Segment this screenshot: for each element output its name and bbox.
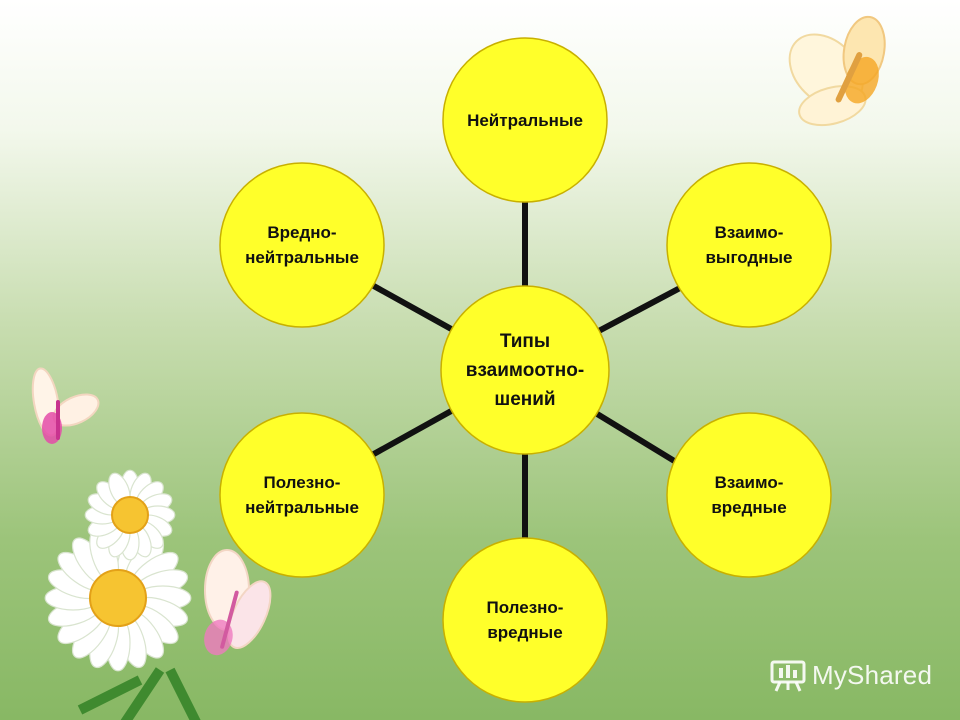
- daisy-flower-icon: [44, 469, 201, 720]
- butterfly-icon: [203, 549, 272, 656]
- node-label-mutually-beneficial: Взаимо- выгодные: [705, 223, 793, 267]
- center-label: Типы взаимоотно- шений: [465, 330, 585, 410]
- node-circle-mutually-harmful: [666, 412, 832, 578]
- node-circle-harmful-neutral: [219, 162, 385, 328]
- node-label-useful-neutral: Полезно- нейтральные: [245, 473, 359, 517]
- circles: [219, 37, 832, 703]
- watermark-text: MyShared: [812, 659, 933, 690]
- center-circle: [440, 285, 610, 455]
- node-label-neutral: Нейтральные: [467, 110, 583, 130]
- node-circle-neutral: [442, 37, 608, 203]
- butterfly-icon: [788, 15, 886, 127]
- node-circle-mutually-beneficial: [666, 162, 832, 328]
- node-circle-useful-neutral: [219, 412, 385, 578]
- presentation-board-icon: [770, 660, 806, 692]
- node-label-useful-harmful: Полезно- вредные: [486, 598, 564, 642]
- node-circle-useful-harmful: [442, 537, 608, 703]
- watermark: MyShared: [770, 655, 932, 695]
- butterfly-icon: [31, 367, 100, 444]
- node-label-harmful-neutral: Вредно- нейтральные: [245, 223, 359, 267]
- node-label-mutually-harmful: Взаимо- вредные: [711, 473, 787, 517]
